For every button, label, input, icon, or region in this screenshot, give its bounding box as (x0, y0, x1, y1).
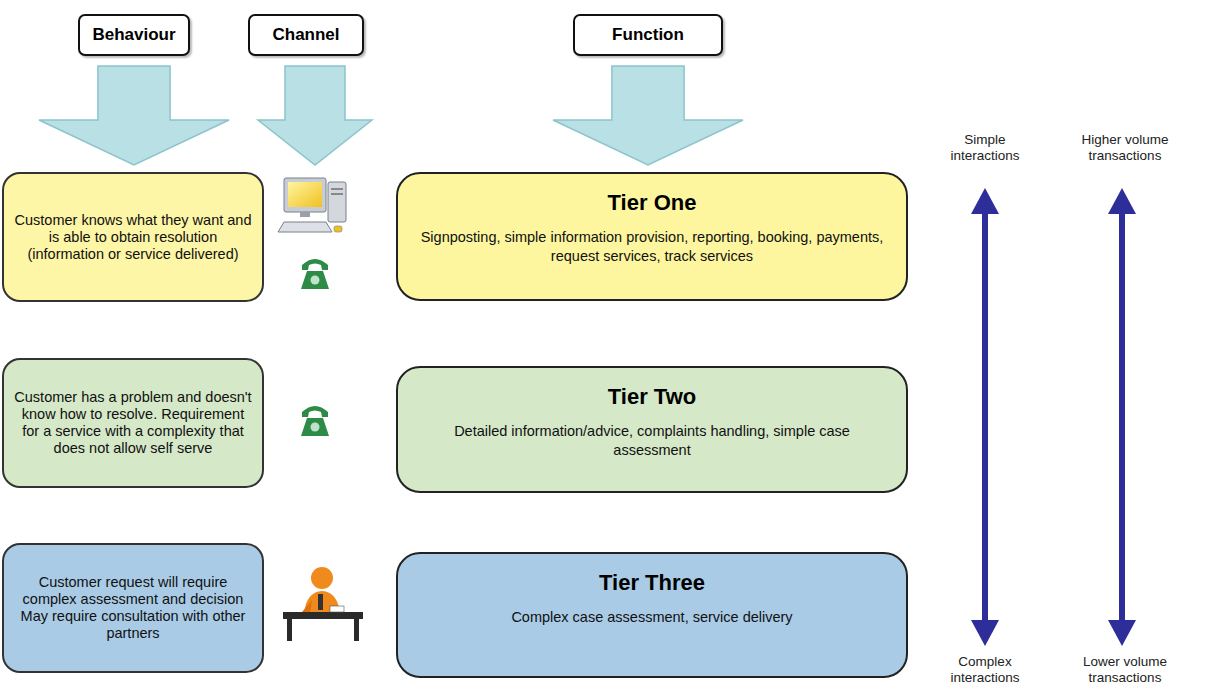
header-text: Function (612, 25, 684, 45)
double-arrow (971, 188, 1136, 646)
column-header-box: Channel (248, 14, 364, 56)
tier-description: Detailed information/advice, complaints … (418, 422, 886, 460)
person-at-desk-icon (283, 567, 363, 641)
tier-title: Tier Two (608, 384, 696, 410)
header-text: Behaviour (92, 25, 175, 45)
behaviour-box: Customer request will require complex as… (2, 543, 264, 673)
computer-icon (278, 178, 346, 232)
behaviour-text: Customer has a problem and doesn't know … (12, 389, 254, 457)
behaviour-text: Customer knows what they want and is abl… (12, 212, 254, 263)
behaviour-box: Customer knows what they want and is abl… (2, 172, 264, 302)
tier-title: Tier One (608, 190, 697, 216)
behaviour-box: Customer has a problem and doesn't know … (2, 358, 264, 488)
column-header-box: Function (573, 14, 723, 56)
block-arrow (39, 66, 229, 165)
block-arrow (258, 66, 372, 165)
axis-label: Complex interactions (940, 654, 1030, 686)
block-arrow (553, 66, 743, 165)
phone-icon (301, 406, 329, 436)
tier-title: Tier Three (599, 570, 705, 596)
tier-box: Tier ThreeComplex case assessment, servi… (396, 552, 908, 678)
axis-label: Higher volume transactions (1060, 132, 1190, 164)
tier-description: Signposting, simple information provisio… (418, 228, 886, 266)
phone-icon (301, 259, 329, 289)
axis-label: Simple interactions (940, 132, 1030, 164)
tier-description: Complex case assessment, service deliver… (511, 608, 792, 627)
behaviour-text: Customer request will require complex as… (12, 574, 254, 642)
header-text: Channel (272, 25, 339, 45)
tier-box: Tier TwoDetailed information/advice, com… (396, 366, 908, 493)
axis-label: Lower volume transactions (1060, 654, 1190, 686)
column-header-box: Behaviour (78, 14, 190, 56)
tier-box: Tier OneSignposting, simple information … (396, 172, 908, 301)
